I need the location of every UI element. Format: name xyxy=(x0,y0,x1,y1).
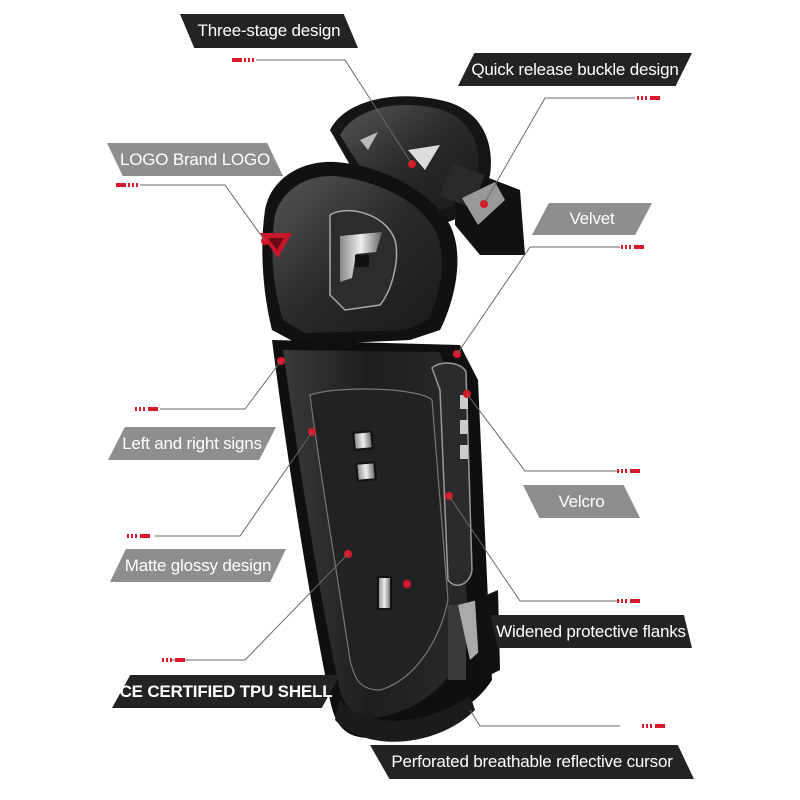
shin-guard xyxy=(272,340,500,742)
callout-widened-protective-flanks: Widened protective flanks xyxy=(490,615,692,648)
callout-quick-release-buckle: Quick release buckle design xyxy=(458,53,692,86)
callout-logo-brand: LOGO Brand LOGO xyxy=(107,143,283,176)
callout-three-stage-design: Three-stage design xyxy=(180,14,358,48)
knee-cap xyxy=(260,161,458,345)
callout-velvet: Velvet xyxy=(532,203,652,235)
callout-matte-glossy-design: Matte glossy design xyxy=(110,549,286,582)
callout-velcro: Velcro xyxy=(523,485,640,518)
callout-perforated-breathable-cursor: Perforated breathable reflective cursor xyxy=(370,745,694,779)
callout-ce-certified-tpu-shell: CE CERTIFIED TPU SHELL xyxy=(112,675,340,708)
red-dash-marks xyxy=(116,58,665,728)
callout-left-right-signs: Left and right signs xyxy=(108,427,276,460)
leader-lines xyxy=(140,59,635,727)
